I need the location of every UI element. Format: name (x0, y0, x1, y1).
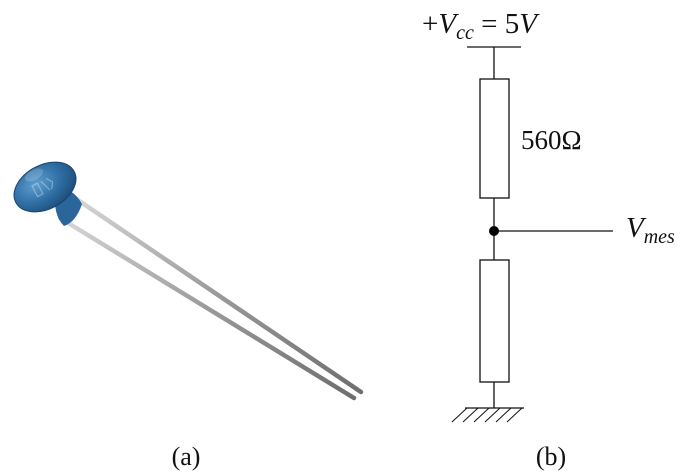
thermistor-lead-upper (69, 193, 364, 395)
caption-b: (b) (536, 442, 566, 471)
resistor-top (479, 78, 510, 199)
thermistor-lead-lower (57, 215, 357, 401)
junction-node (489, 226, 499, 236)
thermistor-photo (13, 161, 364, 401)
supply-label: +Vcc = 5V (422, 8, 540, 44)
thermistor-highlight (24, 168, 44, 182)
thermistor-body (13, 161, 77, 213)
output-label: Vmes (626, 212, 675, 248)
caption-a: (a) (172, 442, 201, 471)
resistor-top-value: 560Ω (521, 125, 582, 155)
thermistor-marking (31, 177, 54, 198)
circuit-diagram (451, 46, 613, 423)
ground-hatching (451, 407, 523, 423)
resistor-bottom (479, 259, 510, 383)
